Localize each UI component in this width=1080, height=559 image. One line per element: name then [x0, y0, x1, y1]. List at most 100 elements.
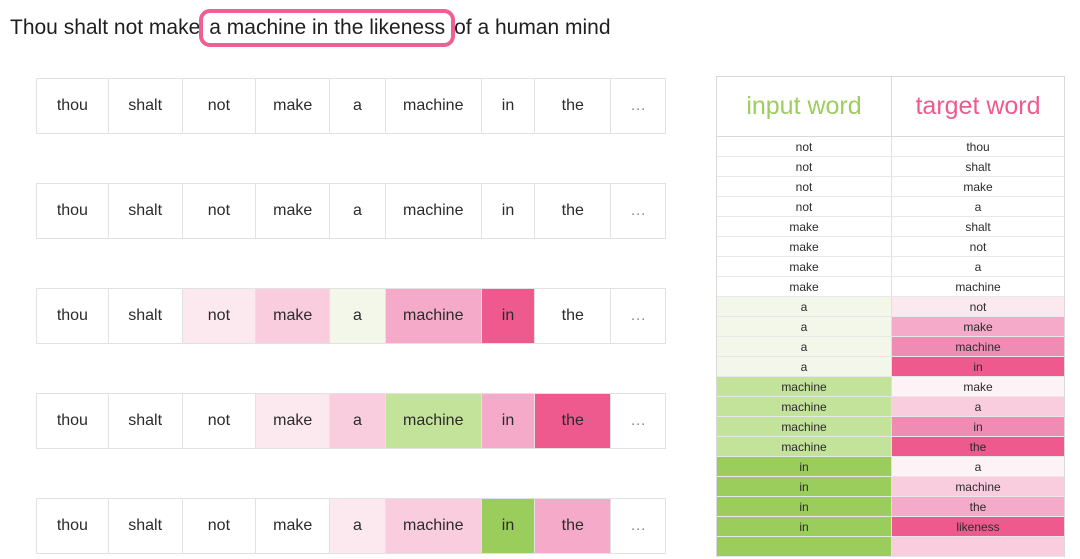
cell-target-word: in	[892, 357, 1064, 376]
word-cell-not[interactable]: not	[182, 79, 257, 133]
cell-input-word: machine	[717, 417, 892, 436]
cell-input-word: in	[717, 457, 892, 476]
headline-after: of a human mind	[454, 16, 611, 39]
cell-target-word: not	[892, 297, 1064, 316]
word-cell-machine[interactable]: machine	[385, 289, 482, 343]
word-cell-thou[interactable]: thou	[37, 499, 109, 553]
cell-target-word: shalt	[892, 157, 1064, 176]
cell-input-word: not	[717, 157, 892, 176]
headline: Thou shalt not make a machine in the like…	[10, 9, 611, 49]
word-cell-a[interactable]: a	[330, 499, 386, 553]
word-cell-shalt[interactable]: shalt	[108, 394, 183, 448]
cell-input-word: in	[717, 517, 892, 536]
cell-input-word: not	[717, 137, 892, 156]
headline-before: Thou shalt not make	[10, 16, 201, 39]
word-cell-in[interactable]: in	[481, 499, 536, 553]
word-cell-in[interactable]: in	[481, 394, 536, 448]
word-cell-in[interactable]: in	[481, 79, 536, 133]
word-cell-a[interactable]: a	[330, 394, 386, 448]
table-row[interactable]	[717, 537, 1064, 557]
word-cell-not[interactable]: not	[182, 289, 257, 343]
word-cell-in[interactable]: in	[481, 289, 536, 343]
word-cell-not[interactable]: not	[182, 184, 257, 238]
cell-input-word: machine	[717, 397, 892, 416]
word-cell-machine[interactable]: machine	[385, 394, 482, 448]
word-cell-a[interactable]: a	[330, 184, 386, 238]
cell-target-word: the	[892, 437, 1064, 456]
cell-input-word: make	[717, 237, 892, 256]
word-cell-a[interactable]: a	[330, 289, 386, 343]
word-cell-the[interactable]: the	[535, 394, 612, 448]
cell-target-word: shalt	[892, 217, 1064, 236]
word-cell-make[interactable]: make	[256, 499, 331, 553]
word-cell-machine[interactable]: machine	[385, 499, 482, 553]
word-cell-the[interactable]: the	[535, 289, 612, 343]
cell-input-word: a	[717, 337, 892, 356]
word-cell-shalt[interactable]: shalt	[108, 289, 183, 343]
cell-input-word: not	[717, 197, 892, 216]
word-cell-the[interactable]: the	[535, 184, 612, 238]
cell-input-word	[717, 537, 892, 556]
word-cell-make[interactable]: make	[256, 79, 331, 133]
word-cell-ellipsis[interactable]: …	[611, 394, 665, 448]
word-cell-machine[interactable]: machine	[385, 184, 482, 238]
word-cell-not[interactable]: not	[182, 499, 257, 553]
word-cell-a[interactable]: a	[330, 79, 386, 133]
word-cell-the[interactable]: the	[535, 79, 612, 133]
word-cell-make[interactable]: make	[256, 184, 331, 238]
word-cell-shalt[interactable]: shalt	[108, 79, 183, 133]
word-cell-shalt[interactable]: shalt	[108, 184, 183, 238]
word-cell-ellipsis[interactable]: …	[611, 499, 665, 553]
cell-target-word: a	[892, 457, 1064, 476]
word-cell-thou[interactable]: thou	[37, 394, 109, 448]
word-cell-shalt[interactable]: shalt	[108, 499, 183, 553]
cell-input-word: make	[717, 277, 892, 296]
word-cell-make[interactable]: make	[256, 394, 331, 448]
word-cell-make[interactable]: make	[256, 289, 331, 343]
word-cell-ellipsis[interactable]: …	[611, 79, 665, 133]
word-cell-ellipsis[interactable]: …	[611, 289, 665, 343]
word-cell-thou[interactable]: thou	[37, 79, 109, 133]
headline-highlight-text: a machine in the likeness	[209, 16, 446, 39]
cell-target-word: not	[892, 237, 1064, 256]
word-cell-in[interactable]: in	[481, 184, 536, 238]
cell-target-word: in	[892, 417, 1064, 436]
cell-target-word: thou	[892, 137, 1064, 156]
cell-input-word: machine	[717, 377, 892, 396]
cell-target-word: a	[892, 397, 1064, 416]
word-cell-thou[interactable]: thou	[37, 289, 109, 343]
column-header-input-word: input word	[717, 77, 892, 136]
word-cell-ellipsis[interactable]: …	[611, 184, 665, 238]
word-cell-the[interactable]: the	[535, 499, 612, 553]
word-cell-thou[interactable]: thou	[37, 184, 109, 238]
cell-input-word: make	[717, 257, 892, 276]
word-cell-machine[interactable]: machine	[385, 79, 482, 133]
word-cell-not[interactable]: not	[182, 394, 257, 448]
cell-target-word: a	[892, 257, 1064, 276]
headline-highlight-box: a machine in the likeness	[199, 9, 456, 47]
